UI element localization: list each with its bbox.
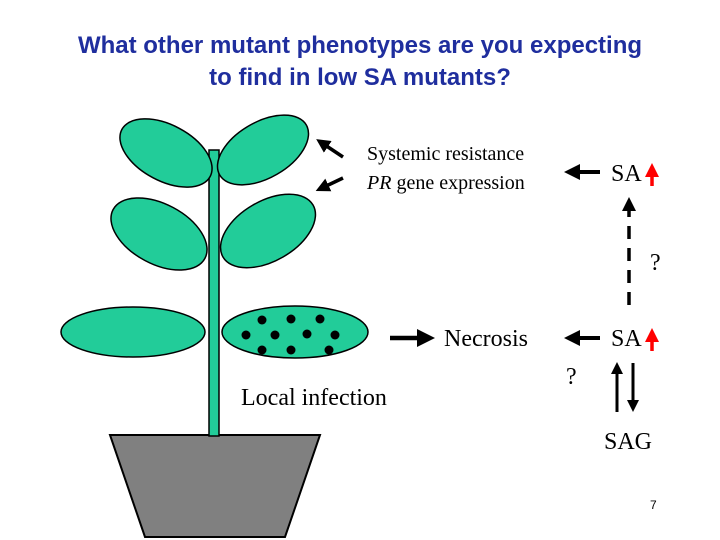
leaf-lower-left (60, 306, 206, 358)
leaf-top-right (216, 114, 310, 186)
infection-spots (241, 314, 340, 355)
infection-spot (257, 345, 267, 355)
leaf-middle-right (219, 193, 317, 269)
local-infection-label: Local infection (241, 385, 387, 411)
infection-spot (286, 314, 296, 324)
necrosis-label: Necrosis (444, 326, 528, 352)
systemic-resistance-label: Systemic resistance (367, 143, 524, 165)
gene-expression-text: gene expression (391, 172, 524, 194)
infection-spot (302, 329, 312, 339)
title-line-2: to find in low SA mutants? (209, 64, 511, 91)
infection-spot (286, 345, 296, 355)
infection-spot (270, 330, 280, 340)
infection-spot (241, 330, 251, 340)
slide-title: What other mutant phenotypes are you exp… (0, 30, 720, 94)
leaf-top-left (119, 118, 213, 188)
infection-spot (330, 330, 340, 340)
question-mark-top: ? (650, 250, 661, 276)
leaf-middle-left (110, 197, 208, 271)
sa-middle-label: SA (611, 326, 642, 352)
arrow-to-middle-leaf (315, 176, 344, 192)
page-number: 7 (650, 498, 657, 512)
pr-gene-expression-label: PR gene expression (366, 172, 525, 194)
sag-label: SAG (604, 429, 652, 455)
pr-italic: PR (366, 172, 391, 194)
sa-top-label: SA (611, 161, 642, 187)
title-line-1: What other mutant phenotypes are you exp… (77, 32, 643, 59)
flower-pot (108, 434, 322, 538)
infection-spot (257, 315, 267, 325)
infection-spot (315, 314, 325, 324)
plant-stem (208, 149, 220, 437)
infection-spot (324, 345, 334, 355)
question-mark-middle: ? (566, 364, 577, 390)
arrow-to-top-leaf (316, 139, 344, 159)
